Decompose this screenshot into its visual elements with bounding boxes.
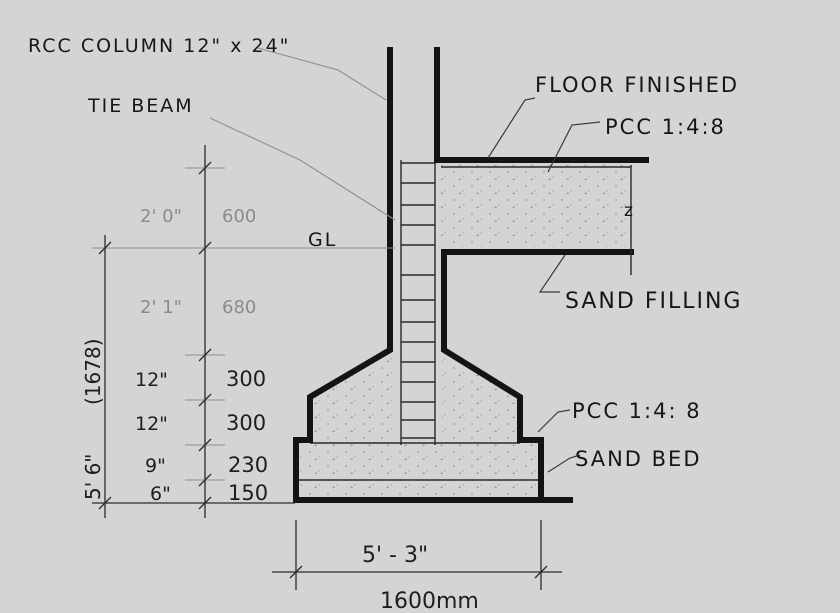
total-height-mm: (1678)	[81, 338, 105, 405]
dim-row-4-imperial: 12"	[135, 413, 168, 435]
dim-row-1-metric: 600	[222, 206, 256, 227]
pcc-footing-label: PCC 1:4: 8	[572, 399, 702, 423]
dim-row-2-metric: 680	[222, 297, 256, 318]
total-height-dimension: 5' 6" (1678)	[81, 338, 105, 500]
dim-row-6-metric: 150	[228, 481, 268, 505]
ground-level-label: GL	[308, 229, 337, 251]
tie-beam-label: TIE BEAM	[87, 95, 194, 117]
base-width-metric: 1600mm	[380, 589, 479, 613]
sand-bed-label: SAND BED	[575, 447, 702, 471]
dim-row-3-metric: 300	[226, 367, 266, 391]
sand-filling-label: SAND FILLING	[565, 289, 742, 314]
width-dimension	[272, 520, 562, 590]
dim-row-3-imperial: 12"	[135, 369, 168, 391]
dim-row-4-metric: 300	[226, 411, 266, 435]
dimension-chain	[92, 145, 305, 518]
dim-row-6-imperial: 6"	[150, 483, 171, 505]
dim-row-5-imperial: 9"	[145, 455, 166, 477]
dim-row-5-metric: 230	[228, 453, 268, 477]
column-label: RCC COLUMN 12" x 24"	[28, 35, 290, 57]
base-width-imperial: 5' - 3"	[362, 543, 428, 568]
dim-row-1-imperial: 2' 0"	[140, 206, 182, 227]
leader-lines	[209, 47, 601, 473]
column-reinforcement	[400, 160, 436, 445]
footing-layer-lines	[296, 442, 542, 481]
pcc-floor-label: PCC 1:4:8	[605, 115, 726, 139]
floor-finished-label: FLOOR FINISHED	[535, 73, 739, 97]
concrete-fill	[296, 165, 631, 498]
column-outline	[293, 47, 649, 503]
dim-row-2-imperial: 2' 1"	[140, 297, 182, 318]
floor-mark: z	[624, 201, 635, 221]
total-height-imperial: 5' 6"	[81, 453, 105, 500]
